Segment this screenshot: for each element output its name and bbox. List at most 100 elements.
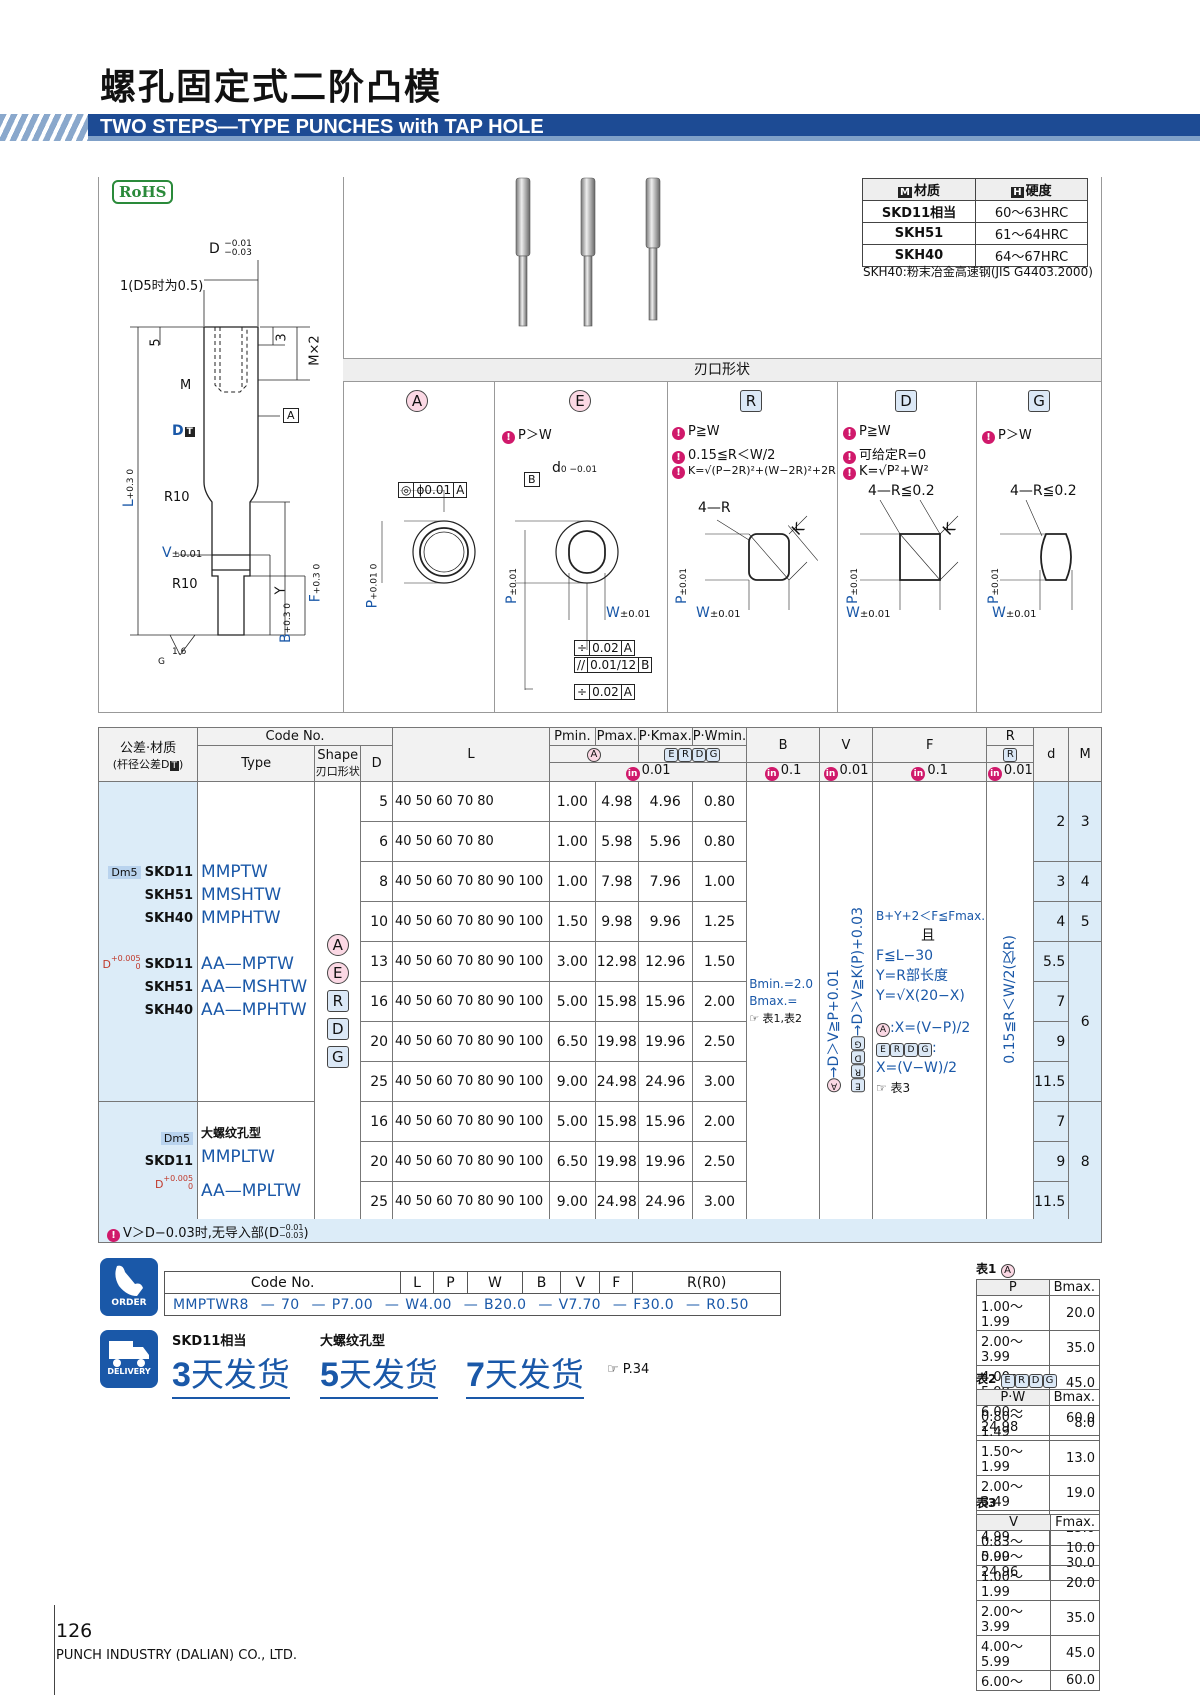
cell-m: 4 [1068, 861, 1102, 902]
side-value-cell: 35.0 [1050, 1600, 1100, 1636]
order-icon: ORDER [100, 1258, 158, 1316]
shape-e-drawing [515, 520, 619, 690]
l-value: 90 [497, 1194, 515, 1209]
table1-title-text: 表1 [976, 1262, 997, 1276]
order-example-row: MMPTWR8—70—P7.00—W4.00—B20.0—V7.70—F30.0… [164, 1293, 781, 1316]
shape-e-d-tol: 0 −0.01 [560, 465, 598, 475]
parallel-icon: // [575, 658, 589, 672]
delivery-3: 3 [172, 1356, 191, 1394]
side-range-cell: 0.80～ 1.49 [976, 1405, 1050, 1441]
cell-pkmax: 15.96 [637, 981, 693, 1022]
order-example-part: — [612, 1296, 628, 1313]
shape-d-note-2-text: 可给定R=0 [859, 448, 927, 463]
side-range-cell: 1.00～1.99 [975, 1565, 1052, 1601]
type-code: MMSHTW [201, 885, 282, 905]
b-note-3: ☞ 表1,表2 [749, 1010, 819, 1027]
f-note-4: Y=R部长度 [875, 967, 948, 984]
cell-d-small: 2 [1033, 781, 1070, 862]
l-value: 100 [518, 1034, 544, 1049]
shape-mini: R [889, 1042, 904, 1057]
order-icon-label: ORDER [111, 1298, 147, 1308]
l-value: 60 [436, 834, 453, 849]
side-header-cell: P·W [976, 1389, 1050, 1406]
footnote-end: ) [303, 1226, 309, 1241]
shape-mini: E [1000, 1374, 1015, 1388]
l-value: 70 [456, 994, 474, 1009]
delivery-5: 5 [320, 1356, 339, 1394]
cell-pwmin: 1.25 [691, 901, 748, 942]
shape-a-p-tol: +0.01 0 [369, 563, 380, 600]
l-value: 100 [518, 1114, 544, 1129]
l-value: 70 [456, 954, 474, 969]
cell-pmin: 1.00 [548, 821, 596, 862]
hardness-cell: 61～64HRC [975, 222, 1088, 245]
shape-r-square: R [740, 390, 762, 412]
shape-a-drawing [381, 490, 476, 584]
side-value-cell: 35.0 [1048, 1330, 1101, 1366]
l-value: 60 [436, 1034, 453, 1049]
order-example-part: — [463, 1296, 479, 1313]
cell-m: 8 [1068, 1101, 1102, 1222]
r10-lower: R10 [172, 577, 198, 592]
delivery-7days: 7天发货 [466, 1348, 584, 1399]
punch-drawing [130, 260, 310, 656]
delivery-ref[interactable]: ☞ P.34 [607, 1362, 649, 1377]
footnote-text: V＞D−0.03时,无导入部(D [123, 1226, 279, 1241]
l-value: 80 [477, 914, 494, 929]
r10-upper: R10 [164, 490, 190, 505]
table-footnote: !V＞D−0.03时,无导入部(D−0.01−0.03) [98, 1219, 1102, 1243]
symmetry-ref: A [623, 685, 632, 699]
cell-pmax: 24.98 [594, 1061, 639, 1102]
l-value: 70 [456, 794, 474, 809]
symmetry-value: 0.02 [590, 685, 622, 699]
shape-g-note-text: P＞W [998, 428, 1032, 443]
material-header-text: 材质 [913, 184, 940, 199]
b-dimension: B+0.3 0 [278, 603, 294, 643]
dim-mx2: M×2 [307, 335, 323, 366]
cell-pmin: 1.00 [548, 781, 596, 822]
cell-pkmax: 9.96 [637, 901, 693, 942]
cell-pkmax: 4.96 [637, 781, 693, 822]
shape-mini: E [851, 1078, 865, 1093]
header-type: Type [197, 745, 316, 782]
l-value: 60 [436, 1074, 453, 1089]
shape-mini: R [851, 1064, 865, 1079]
order-header: F [599, 1271, 634, 1294]
shape-a-circle: A [406, 390, 428, 412]
cell-pwmin: 3.00 [691, 1181, 748, 1222]
cell-pmax: 7.98 [594, 861, 639, 902]
cell-pkmax: 19.96 [637, 1021, 693, 1062]
shape-e-w-tol: ±0.01 [619, 609, 651, 620]
tol-lo: 0 [187, 1182, 194, 1191]
header-m: M [1068, 727, 1102, 782]
shape-e-w-dim: W±0.01 [606, 605, 651, 621]
cell-pmin: 3.00 [548, 941, 596, 982]
delivery-icon: DELIVERY [100, 1330, 158, 1388]
r-note: 0.15≦R＜W/2(仅R) [1002, 935, 1019, 1064]
cell-pwmin: 1.50 [691, 941, 748, 982]
shape-d-w-dim: W±0.01 [846, 605, 891, 621]
order-example-part: F30.0 [633, 1296, 674, 1313]
l-value: 40 [395, 914, 412, 929]
d-tol-upper: −0.01 [224, 239, 252, 249]
tol-dm5: Dm5 [108, 866, 141, 879]
shape-e-p-dim: P±0.01 [504, 568, 520, 604]
l-value: 70 [456, 1034, 474, 1049]
roughness-value: 1.6 [172, 647, 187, 657]
delivery-days-text: 天发货 [338, 1355, 438, 1394]
l-value: 80 [477, 1114, 494, 1129]
cell-pkmax: 24.96 [637, 1061, 693, 1102]
shape-g-drawing [1000, 500, 1073, 610]
material-cell: SKH51 [862, 222, 976, 245]
